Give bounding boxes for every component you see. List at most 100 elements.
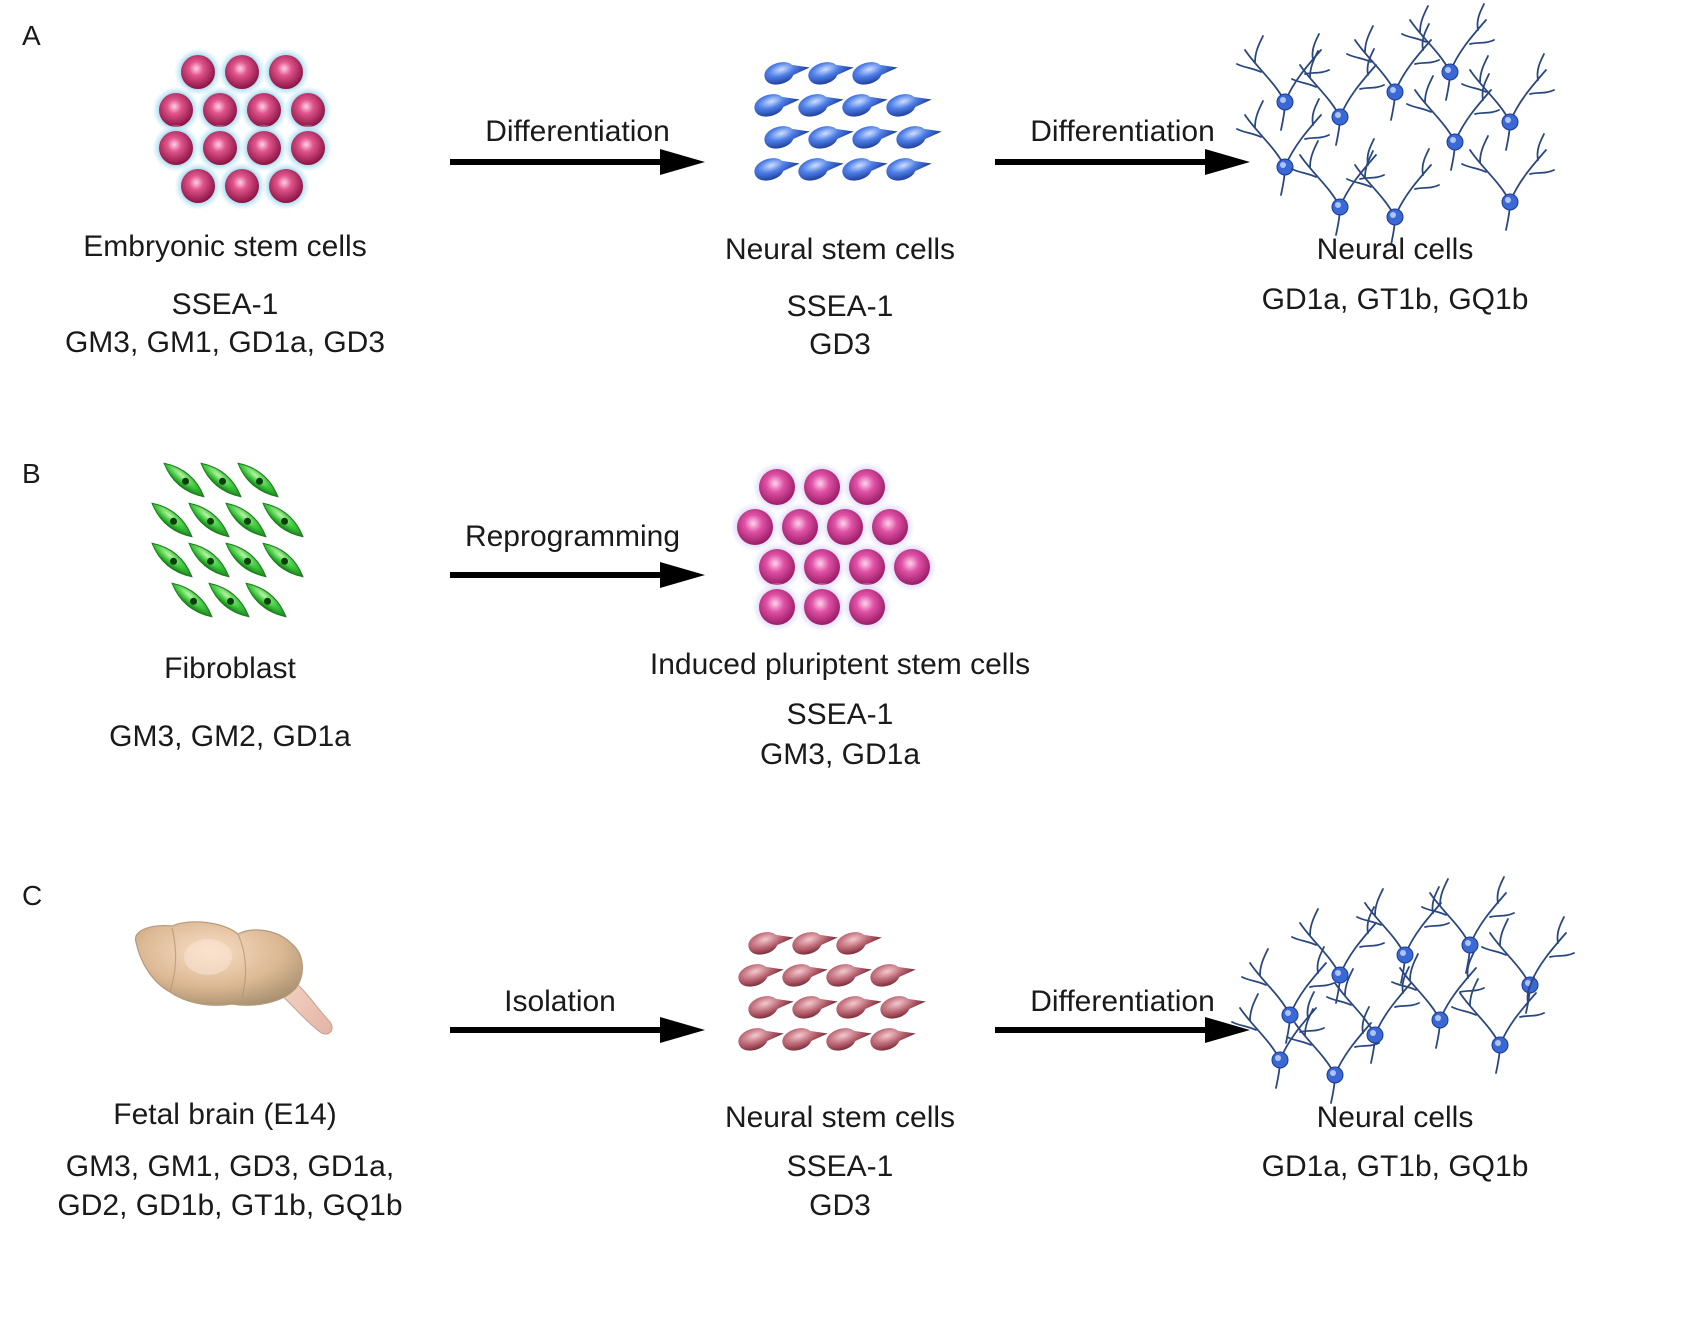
arrow-a1 (450, 149, 705, 175)
fibroblast-cell (208, 582, 250, 618)
fibroblast-cell (188, 502, 230, 538)
arrow-c1-label: Isolation (504, 985, 616, 1018)
ips-cell (894, 549, 930, 585)
neuron (1346, 148, 1440, 246)
fetal-brain-title: Fetal brain (E14) (113, 1098, 337, 1131)
neuron (1356, 886, 1450, 984)
esc-cell (247, 131, 281, 165)
ips-cell (849, 469, 885, 505)
fibroblast-cell (262, 542, 304, 578)
neural-stem-cells-marker-1-a: SSEA-1 (786, 290, 894, 323)
neural-cells-title-c: Neural cells (1316, 1101, 1474, 1134)
neuron (1236, 98, 1330, 196)
ips-cell (827, 509, 863, 545)
neural-cells-marker-c: GD1a, GT1b, GQ1b (1261, 1150, 1529, 1183)
arrow-a2-label: Differentiation (1030, 115, 1215, 148)
embryonic-stem-cells-title: Embryonic stem cells (83, 230, 367, 263)
ips-cell (759, 549, 795, 585)
neural-cells-title-a: Neural cells (1316, 233, 1474, 266)
neural-stem-cells-marker-2-a: GD3 (809, 328, 871, 361)
neural-cells-icon-c (1231, 876, 1575, 1104)
neural-stem-cell (870, 964, 916, 987)
fibroblast-cell (200, 462, 242, 498)
neural-stem-cell (798, 158, 844, 181)
ips-cell (737, 509, 773, 545)
esc-cell (225, 55, 259, 89)
fetal-brain-marker-1: GM3, GM1, GD3, GD1a, (65, 1150, 395, 1183)
neural-stem-cell (886, 158, 932, 181)
fibroblast-cell (188, 542, 230, 578)
neural-stem-cell (808, 62, 854, 85)
neural-stem-cell (782, 964, 828, 987)
neural-stem-cell (842, 158, 888, 181)
ips-cell (782, 509, 818, 545)
esc-cell (203, 131, 237, 165)
ips-cell (804, 589, 840, 625)
neuron (1291, 48, 1385, 146)
neuron (1451, 976, 1545, 1074)
ips-cells-marker-2: GM3, GD1a (759, 738, 921, 771)
neural-stem-cell (792, 996, 838, 1019)
neural-stem-cell (748, 996, 794, 1019)
panel-b-label: B (22, 458, 41, 489)
neural-stem-cell (870, 1028, 916, 1051)
neural-stem-cell (738, 1028, 784, 1051)
ips-cell (804, 549, 840, 585)
neuron (1346, 23, 1440, 121)
embryonic-stem-cells-icon (153, 49, 331, 209)
ips-cells-marker-1: SSEA-1 (786, 698, 894, 731)
neural-stem-cells-title-a: Neural stem cells (724, 233, 956, 266)
esc-cell (225, 169, 259, 203)
esc-cell (269, 55, 303, 89)
fibroblast-cell (262, 502, 304, 538)
arrow-a1-label: Differentiation (485, 115, 670, 148)
arrow-c2-label: Differentiation (1030, 985, 1215, 1018)
fibroblast-title: Fibroblast (164, 652, 296, 685)
fibroblast-cell (245, 582, 287, 618)
neural-cells-marker-a: GD1a, GT1b, GQ1b (1261, 283, 1529, 316)
panel-c-label: C (22, 880, 43, 911)
neuron (1286, 1006, 1380, 1104)
esc-cell (181, 169, 215, 203)
neuron (1326, 966, 1420, 1064)
fibroblast-cell (225, 502, 267, 538)
esc-cell (247, 93, 281, 127)
esc-cell (181, 55, 215, 89)
fibroblast-marker: GM3, GM2, GD1a (109, 720, 351, 753)
neural-stem-cell (826, 964, 872, 987)
fibroblast-cell (225, 542, 267, 578)
esc-cell (203, 93, 237, 127)
neuron (1401, 3, 1495, 101)
esc-cell (159, 131, 193, 165)
ips-cell (759, 469, 795, 505)
neural-stem-cell (798, 94, 844, 117)
fibroblast-icon (151, 462, 304, 618)
neural-stem-cells-icon (754, 62, 942, 181)
arrow-c2 (995, 1017, 1250, 1043)
arrow-c1 (450, 1017, 705, 1043)
neuron (1461, 133, 1555, 231)
neural-stem-cell (886, 94, 932, 117)
esc-cell (291, 93, 325, 127)
fibroblast-cell (171, 582, 213, 618)
ips-cell (872, 509, 908, 545)
neural-stem-cell (852, 62, 898, 85)
arrow-a2 (995, 149, 1250, 175)
neural-stem-cell (764, 62, 810, 85)
esc-cell (291, 131, 325, 165)
arrow-b1 (450, 562, 705, 588)
fibroblast-cell (163, 462, 205, 498)
neural-stem-cell (852, 126, 898, 149)
neural-stem-cells-icon-c (738, 932, 926, 1051)
neural-stem-cell (896, 126, 942, 149)
esc-cell (269, 169, 303, 203)
neural-stem-cell (826, 1028, 872, 1051)
neural-stem-cell (842, 94, 888, 117)
neural-stem-cell (836, 932, 882, 955)
fibroblast-cell (237, 462, 279, 498)
neural-stem-cell (748, 932, 794, 955)
fetal-brain-icon (134, 921, 333, 1035)
neural-stem-cell (792, 932, 838, 955)
neural-cells-icon (1236, 3, 1555, 246)
neural-stem-cells-title-c: Neural stem cells (724, 1101, 956, 1134)
